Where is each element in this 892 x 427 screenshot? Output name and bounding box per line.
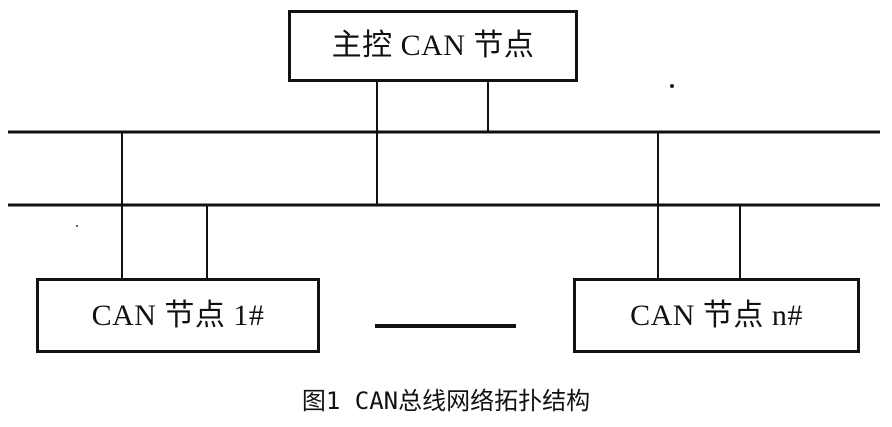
node-1-label: CAN 节点 1#	[91, 298, 265, 332]
master-node-label: 主控 CAN 节点	[331, 29, 535, 62]
figure-caption: 图1 CAN总线网络拓扑结构	[301, 387, 591, 415]
can-node-1: CAN 节点 1#	[36, 278, 320, 353]
can-node-n: CAN 节点 n#	[573, 278, 860, 353]
scan-speck	[670, 84, 674, 88]
master-can-node: 主控 CAN 节点	[288, 10, 578, 82]
node-n-label: CAN 节点 n#	[630, 298, 803, 332]
scan-speck	[76, 225, 78, 227]
